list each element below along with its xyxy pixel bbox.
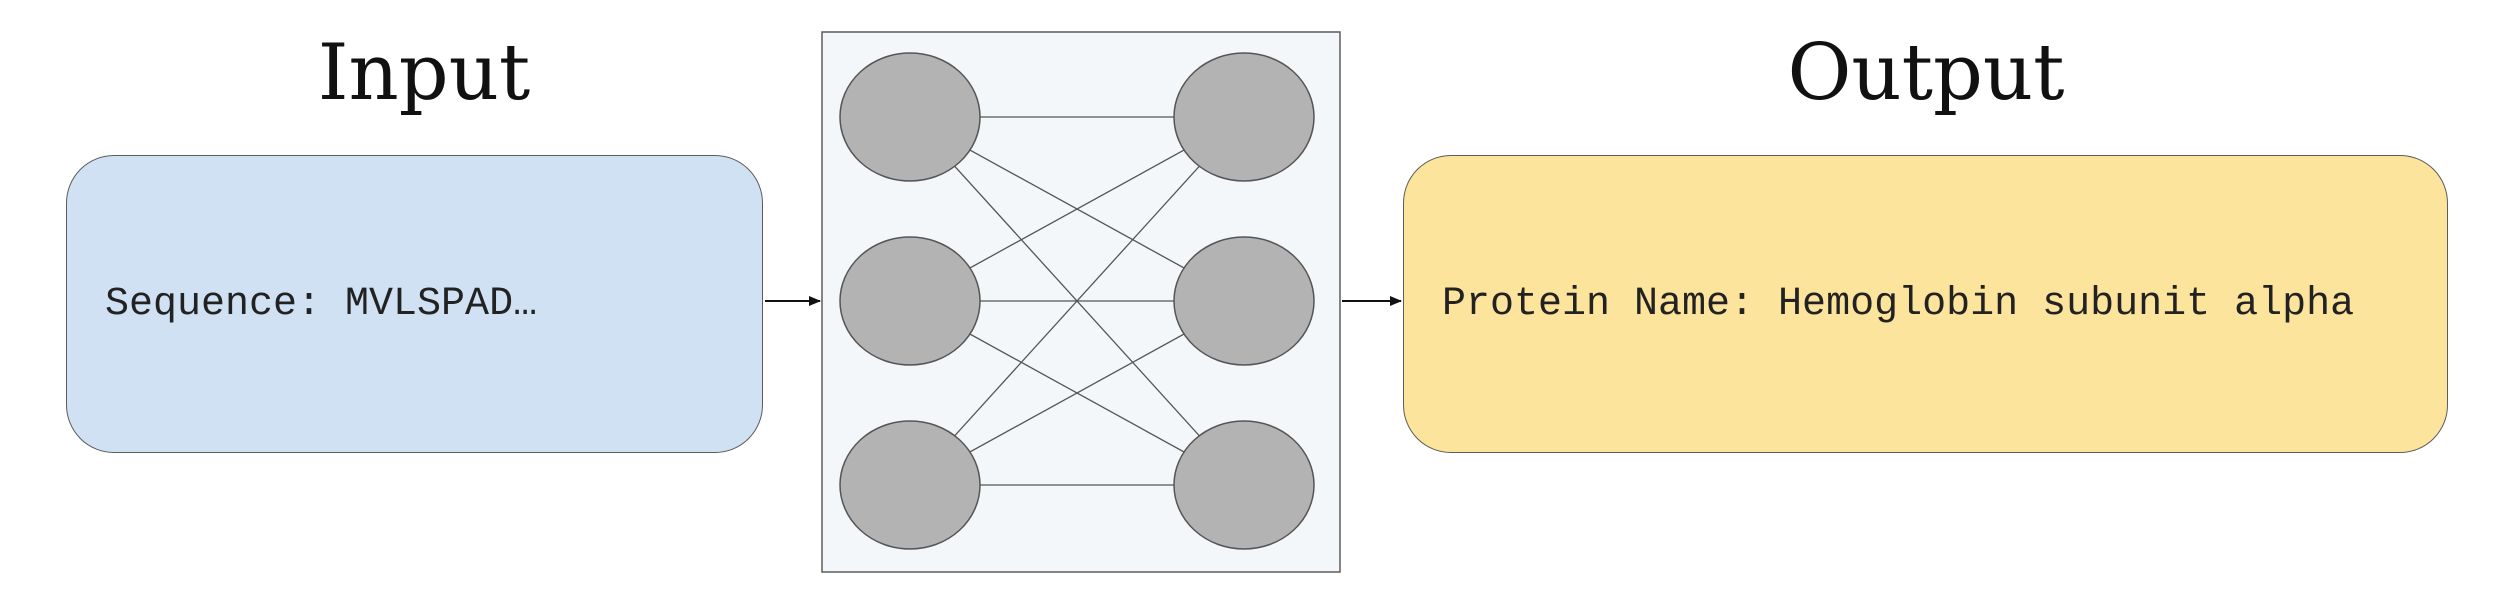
input-box: Sequence: MVLSPAD… — [66, 155, 763, 453]
output-node — [1173, 420, 1315, 550]
input-heading: Input — [317, 28, 531, 118]
input-sequence-text: Sequence: MVLSPAD… — [105, 281, 538, 327]
output-protein-name-text: Protein Name: Hemoglobin subunit alpha — [1442, 281, 2355, 327]
output-box: Protein Name: Hemoglobin subunit alpha — [1403, 155, 2448, 453]
output-heading: Output — [1787, 28, 2065, 118]
connection-line — [909, 116, 1245, 486]
output-node — [1173, 236, 1315, 366]
input-node — [839, 52, 981, 182]
output-layer — [1173, 52, 1315, 550]
output-node — [1173, 52, 1315, 182]
input-node — [839, 420, 981, 550]
input-layer — [839, 52, 981, 550]
input-node — [839, 236, 981, 366]
